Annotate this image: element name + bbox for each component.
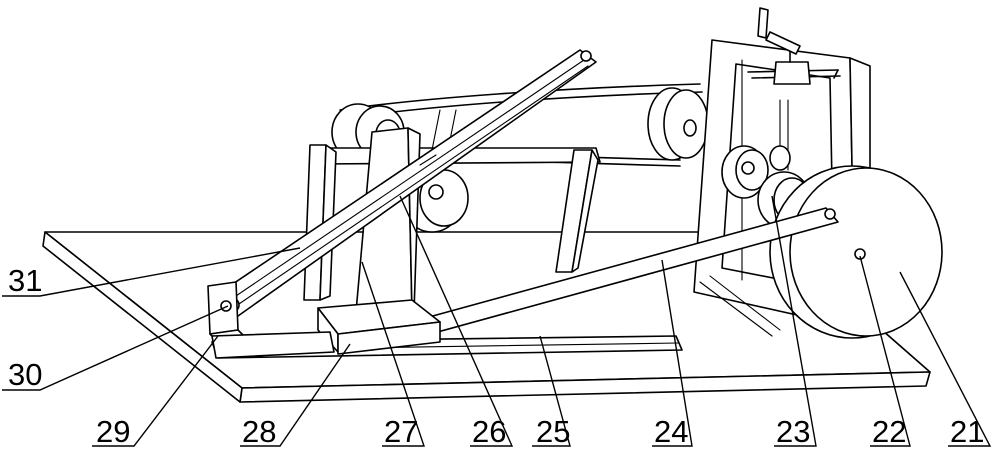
label-21: 21 bbox=[950, 414, 984, 449]
label-29: 29 bbox=[96, 414, 130, 449]
label-31: 31 bbox=[8, 263, 42, 298]
label-30: 30 bbox=[8, 357, 42, 392]
label-28: 28 bbox=[242, 414, 276, 449]
label-25: 25 bbox=[536, 414, 570, 449]
label-24: 24 bbox=[654, 414, 688, 449]
label-26: 26 bbox=[472, 414, 506, 449]
large-disc bbox=[770, 166, 942, 338]
label-27: 27 bbox=[384, 414, 418, 449]
label-23: 23 bbox=[776, 414, 810, 449]
belt-pulley bbox=[648, 88, 708, 160]
label-22: 22 bbox=[872, 414, 906, 449]
